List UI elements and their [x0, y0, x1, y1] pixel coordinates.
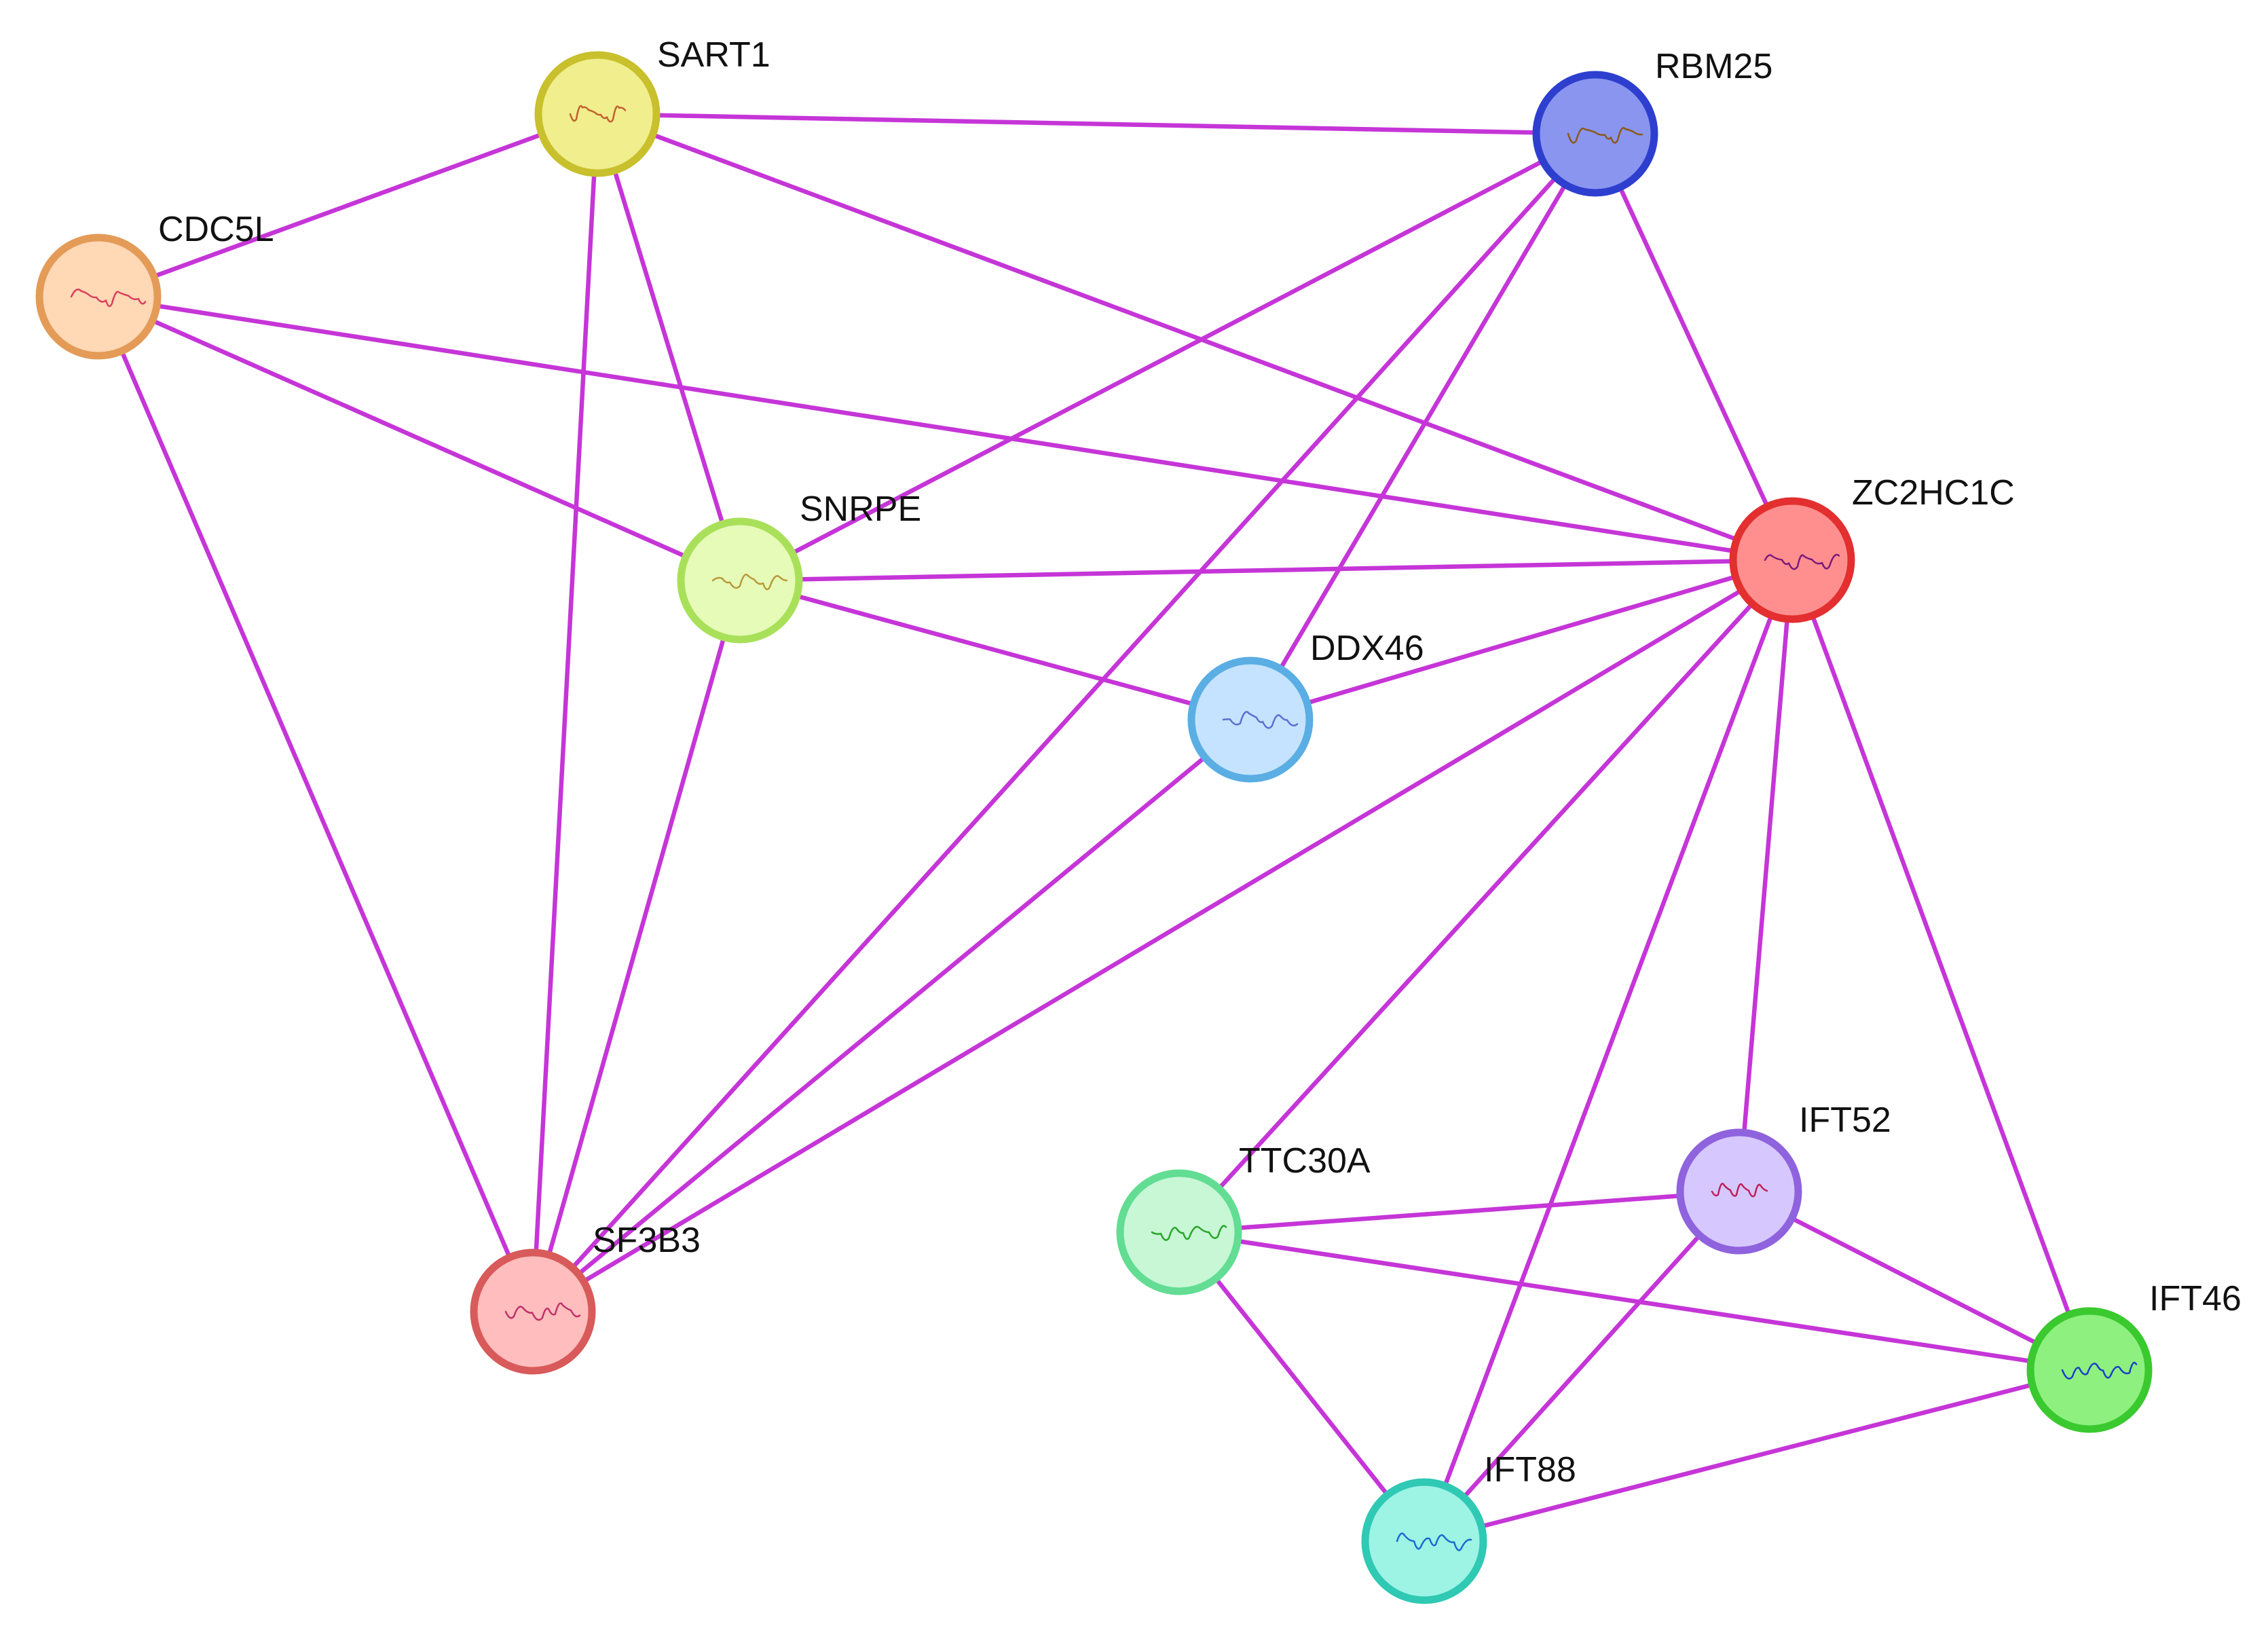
- protein-structure-icon: [1222, 711, 1299, 729]
- edge-zc2hc1c-ift88: [1421, 557, 1795, 1544]
- edge-rbm25-sf3b3: [530, 131, 1598, 1314]
- node-label-zc2hc1c: ZC2HC1C: [1852, 473, 2015, 513]
- node-ift52[interactable]: IFT52: [1676, 1101, 1891, 1255]
- edge-layer: [96, 111, 2092, 1544]
- node-label-ttc30a: TTC30A: [1239, 1141, 1371, 1181]
- edge-snrpe-ddx46: [737, 578, 1253, 722]
- edge-rbm25-zc2hc1c: [1593, 131, 1795, 563]
- edge-rbm25-snrpe: [737, 131, 1598, 583]
- protein-structure-icon: [1396, 1532, 1472, 1551]
- edge-ttc30a-ift88: [1176, 1230, 1427, 1544]
- protein-structure-icon: [1567, 127, 1643, 144]
- node-circle-cdc5l[interactable]: [35, 234, 162, 360]
- protein-structure-icon: [504, 1302, 581, 1321]
- edge-snrpe-sf3b3: [530, 578, 743, 1314]
- edge-sart1-snrpe: [595, 111, 743, 583]
- edge-sart1-sf3b3: [530, 111, 600, 1314]
- edge-zc2hc1c-ift46: [1789, 557, 2092, 1373]
- edge-zc2hc1c-ift52: [1736, 557, 1795, 1194]
- node-cdc5l[interactable]: CDC5L: [35, 210, 274, 360]
- node-snrpe[interactable]: SNRPE: [677, 489, 921, 644]
- node-ddx46[interactable]: DDX46: [1187, 629, 1424, 783]
- edge-ift46-ift88: [1421, 1367, 2092, 1544]
- edge-ttc30a-ift52: [1176, 1189, 1742, 1235]
- node-sart1[interactable]: SART1: [534, 35, 770, 177]
- protein-structure-icon: [1764, 553, 1840, 570]
- edge-sart1-zc2hc1c: [595, 111, 1795, 563]
- node-label-ift88: IFT88: [1484, 1450, 1576, 1490]
- protein-structure-icon: [2061, 1361, 2138, 1380]
- node-label-ift46: IFT46: [2149, 1279, 2242, 1318]
- edge-ddx46-zc2hc1c: [1248, 557, 1795, 722]
- protein-structure-icon: [1151, 1225, 1227, 1241]
- node-ttc30a[interactable]: TTC30A: [1116, 1141, 1371, 1295]
- protein-structure-icon: [569, 105, 627, 123]
- edge-cdc5l-sf3b3: [96, 294, 536, 1314]
- edge-zc2hc1c-sf3b3: [530, 557, 1795, 1314]
- edge-ttc30a-ift46: [1176, 1230, 2092, 1373]
- edge-ddx46-sf3b3: [530, 717, 1253, 1314]
- node-label-ift52: IFT52: [1799, 1101, 1891, 1140]
- edge-sart1-cdc5l: [96, 111, 600, 299]
- edge-sart1-rbm25: [595, 111, 1598, 136]
- node-label-ddx46: DDX46: [1310, 629, 1424, 668]
- node-circle-rbm25[interactable]: [1532, 71, 1658, 197]
- node-rbm25[interactable]: RBM25: [1532, 47, 1772, 197]
- node-label-sf3b3: SF3B3: [593, 1221, 701, 1260]
- node-circle-sf3b3[interactable]: [470, 1249, 596, 1375]
- node-circle-ift52[interactable]: [1676, 1128, 1802, 1255]
- protein-structure-icon: [711, 574, 788, 591]
- protein-structure-icon: [1711, 1183, 1768, 1198]
- node-circle-snrpe[interactable]: [677, 517, 803, 644]
- edge-rbm25-ddx46: [1248, 131, 1598, 722]
- node-circle-zc2hc1c[interactable]: [1729, 497, 1855, 623]
- edge-ift52-ift46: [1736, 1189, 2092, 1373]
- edge-cdc5l-zc2hc1c: [96, 294, 1795, 563]
- node-label-rbm25: RBM25: [1655, 47, 1772, 86]
- node-label-cdc5l: CDC5L: [158, 210, 274, 249]
- node-ift46[interactable]: IFT46: [2026, 1279, 2242, 1433]
- protein-structure-icon: [70, 289, 147, 308]
- node-sf3b3[interactable]: SF3B3: [470, 1221, 701, 1375]
- edge-ift52-ift88: [1421, 1189, 1742, 1544]
- edge-snrpe-zc2hc1c: [737, 557, 1795, 583]
- edge-cdc5l-snrpe: [96, 294, 743, 583]
- edge-zc2hc1c-ttc30a: [1176, 557, 1795, 1235]
- node-ift88[interactable]: IFT88: [1361, 1450, 1576, 1604]
- node-label-sart1: SART1: [657, 35, 770, 75]
- node-circle-ddx46[interactable]: [1187, 657, 1314, 783]
- node-zc2hc1c[interactable]: ZC2HC1C: [1729, 473, 2015, 623]
- node-label-snrpe: SNRPE: [800, 489, 921, 529]
